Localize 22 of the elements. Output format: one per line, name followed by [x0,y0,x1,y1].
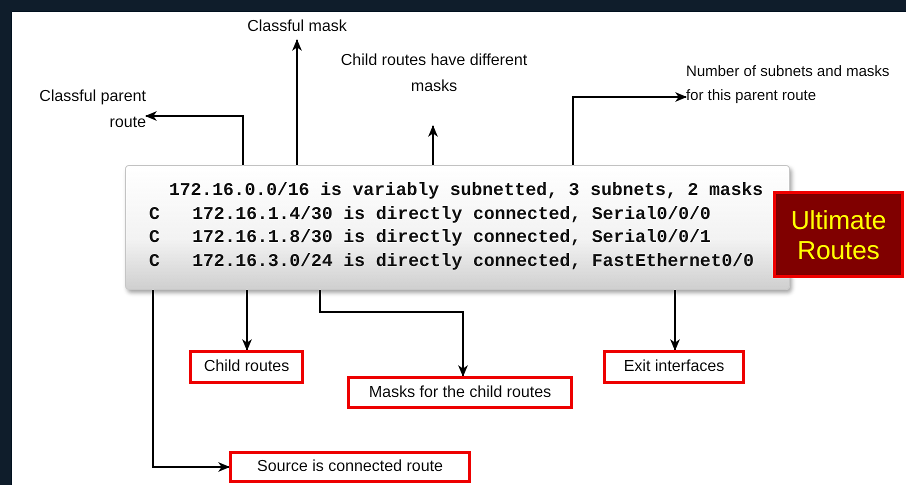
leader-arrow [292,39,302,165]
router-output-line: C 172.16.1.4/30 is directly connected, Serial0/0/0 [149,204,711,226]
leader-arrow [572,92,687,165]
callout-box: Masks for the child routes [347,376,573,409]
callout-text: Number of subnets and masks for this parent route [686,62,890,106]
router-output-line: C 172.16.3.0/24 is directly connected, FastEthernet0/0 [149,250,754,272]
callout-text: Classful mask [246,17,348,37]
callout-text: Classful parent route [38,87,146,133]
leader-arrow [319,290,468,377]
callout-box: Source is connected route [229,451,471,483]
callout-box: Exit interfaces [603,350,745,384]
router-output-panel [125,165,790,290]
ultimate-routes-box: Ultimate Routes [773,191,904,278]
callout-text: Child routes have different masks [340,51,528,97]
router-output-line: C 172.16.1.8/30 is directly connected, Serial0/0/1 [149,227,711,249]
leader-arrow [242,290,252,351]
leader-arrow [670,290,680,351]
leader-arrow [428,125,438,165]
leader-arrow [152,290,230,472]
router-output-line: 172.16.0.0/16 is variably subnetted, 3 subnets, 2 masks [169,180,764,202]
leader-arrow [145,111,244,165]
callout-box: Child routes [189,350,304,384]
